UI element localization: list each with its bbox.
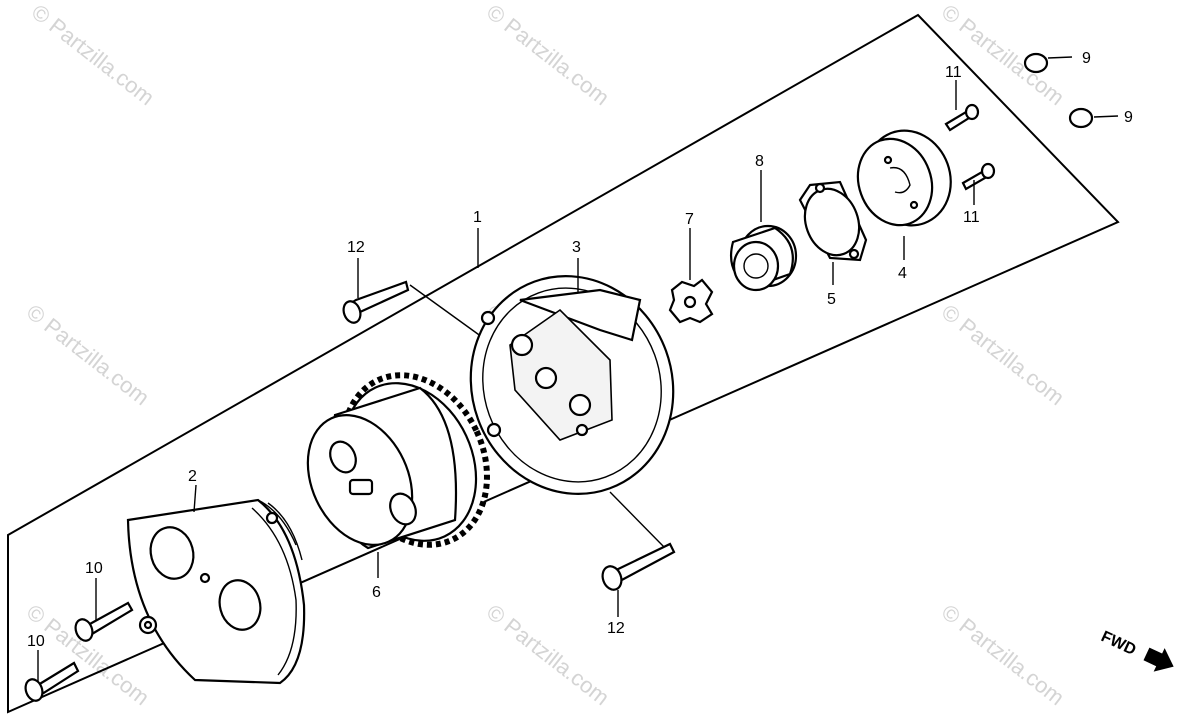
- callout-4: 4: [898, 265, 907, 282]
- callout-9a: 9: [1082, 50, 1091, 67]
- fwd-label: FWD: [1098, 628, 1138, 659]
- watermark: © Partzilla.com: [937, 299, 1069, 410]
- part-4-pump-plate: [856, 129, 952, 227]
- callout-1: 1: [473, 209, 482, 226]
- part-9-o-rings: [1023, 52, 1094, 129]
- callout-12b: 12: [607, 620, 625, 637]
- callout-9b: 9: [1124, 109, 1133, 126]
- fwd-indicator: FWD: [1098, 628, 1174, 672]
- part-11-screw-lower: [961, 162, 996, 191]
- callout-12a: 12: [347, 239, 365, 256]
- callout-10a: 10: [85, 560, 103, 577]
- callout-7: 7: [685, 211, 694, 228]
- watermark: © Partzilla.com: [482, 0, 614, 110]
- callout-8: 8: [755, 153, 764, 170]
- fwd-arrow-icon: [1143, 647, 1174, 672]
- leader-lines: [37, 56, 1119, 682]
- callout-11a: 11: [945, 64, 962, 81]
- part-12-bolt-lower: [601, 542, 676, 591]
- center-axis-line: [609, 491, 666, 549]
- part-11-screw-upper: [944, 103, 980, 132]
- part-7-inner-rotor: [668, 278, 714, 324]
- watermark: © Partzilla.com: [937, 599, 1069, 710]
- part-10-bolt-upper: [74, 601, 134, 642]
- part-6-sprocket-rotor: [306, 372, 490, 550]
- watermark: © Partzilla.com: [27, 0, 159, 110]
- part-3-pump-body: [469, 275, 675, 495]
- part-8-outer-rotor: [729, 224, 798, 292]
- watermark: © Partzilla.com: [22, 299, 154, 410]
- part-5-gasket: [798, 180, 868, 262]
- callout-6: 6: [372, 584, 381, 601]
- callouts: 1 2 3 4 5 6 7 8 9 9 10 10 11 11 12 12: [27, 50, 1133, 650]
- assembly-boundary: [7, 13, 1120, 714]
- part-12-bolt-upper: [342, 280, 410, 324]
- callout-11b: 11: [963, 209, 980, 226]
- callout-2: 2: [188, 468, 197, 485]
- part-2-pump-cover: [126, 498, 306, 685]
- callout-5: 5: [827, 291, 836, 308]
- callout-10b: 10: [27, 633, 45, 650]
- part-10-bolt-lower: [24, 661, 80, 702]
- watermark: © Partzilla.com: [482, 599, 614, 710]
- callout-3: 3: [572, 239, 581, 256]
